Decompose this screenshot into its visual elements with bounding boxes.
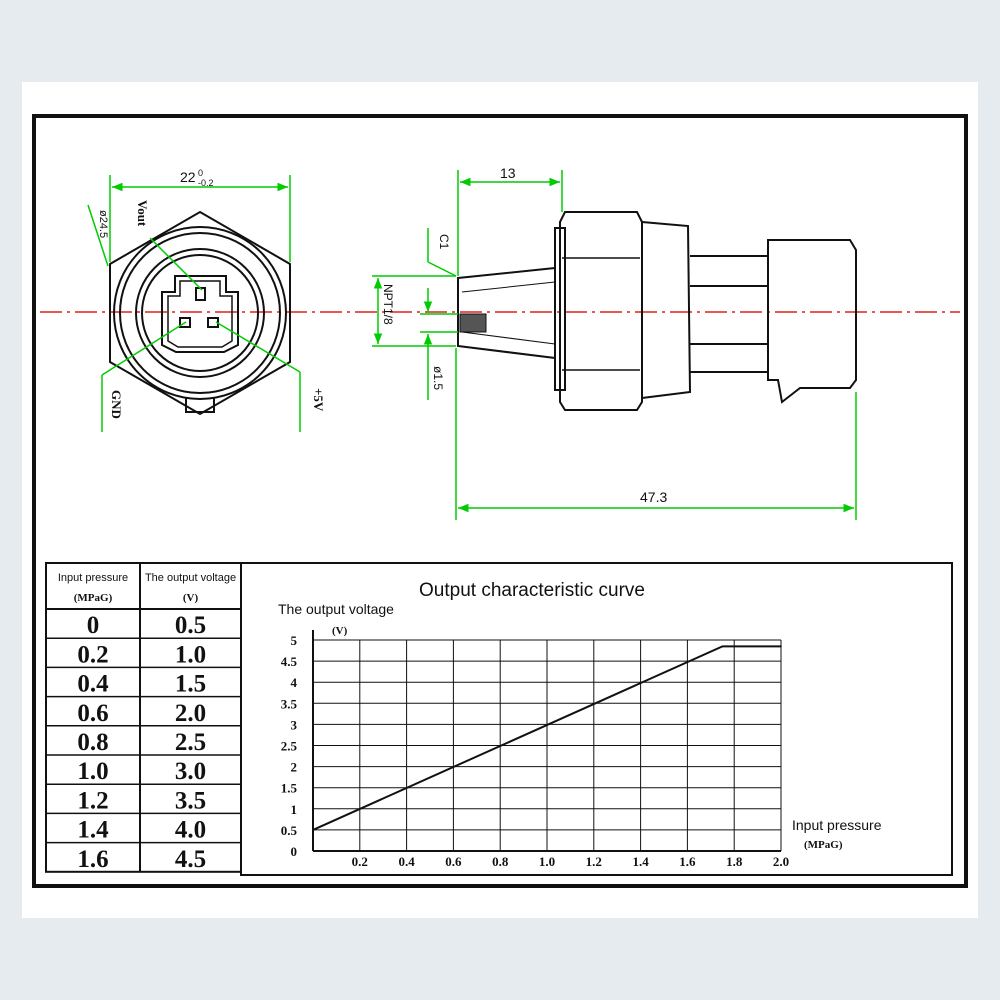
chart-xunit: (MPaG) (804, 839, 843, 851)
pin-gnd (179, 317, 191, 328)
chart-yunit: (V) (332, 625, 348, 637)
table-cell-voltage: 2.5 (175, 729, 206, 756)
table-cell-pressure: 1.4 (77, 817, 109, 844)
chart-ylabel: The output voltage (278, 601, 394, 617)
x-tick-label: 1.2 (586, 854, 602, 869)
x-tick-label: 0.6 (445, 854, 462, 869)
key-tab (185, 398, 215, 413)
plug-housing-inner (167, 280, 233, 348)
vout-leader (149, 237, 203, 291)
front-dimensions (87, 175, 301, 432)
table-cell-pressure: 0.8 (77, 729, 108, 756)
x-tick-label: 0.4 (398, 854, 415, 869)
table-cell-pressure: 1.6 (77, 846, 108, 873)
y-tick-label: 3.5 (281, 696, 298, 711)
series-point (312, 829, 314, 831)
chart-title: Output characteristic curve (419, 580, 645, 601)
drawing-frame (32, 114, 968, 888)
connector-ring (135, 248, 265, 378)
chart-xlabel: Input pressure (792, 817, 882, 833)
table-cell-voltage: 0.5 (175, 612, 206, 639)
table-cell-pressure: 0 (87, 612, 100, 639)
gnd-leader (101, 321, 187, 376)
x-tick-label: 1.4 (632, 854, 649, 869)
y-tick-label: 0.5 (281, 823, 298, 838)
table-cell-pressure: 1.0 (77, 758, 108, 785)
x-tick-label: 1.6 (679, 854, 696, 869)
y-tick-label: 2 (291, 760, 298, 775)
hole-label: ø1.5 (431, 366, 445, 390)
x-tick-label: 0.2 (352, 854, 368, 869)
x-tick-label: 0.8 (492, 854, 509, 869)
vplus-label: +5V (311, 388, 326, 412)
length-label: 47.3 (640, 489, 667, 505)
width-dim-label: 22 (180, 169, 196, 185)
hex-dim-label: ø24.5 (97, 210, 109, 238)
plug-housing (161, 275, 239, 353)
body-cylinder (641, 221, 692, 399)
y-tick-label: 1 (291, 802, 298, 817)
connector-ring-inner (141, 254, 259, 372)
side-dimensions (372, 170, 857, 520)
table-cell-voltage: 2.0 (175, 700, 206, 727)
outer-ring-inner (119, 232, 281, 394)
y-tick-label: 2.5 (281, 739, 298, 754)
side-view (457, 211, 857, 411)
y-tick-label: 4.5 (281, 654, 298, 669)
series-point (721, 645, 724, 648)
table-cell-voltage: 3.5 (175, 787, 206, 814)
gnd-label: GND (109, 390, 124, 419)
connector-plug (767, 239, 857, 404)
thread-label: NPT1/8 (381, 284, 395, 325)
table-cell-pressure: 0.6 (77, 700, 108, 727)
x-tick-label: 1.8 (726, 854, 743, 869)
vplus-leader (215, 321, 301, 373)
outer-ring (113, 226, 287, 400)
table-cell-pressure: 0.4 (77, 671, 109, 698)
chart-panel (240, 562, 953, 876)
table-cell-voltage: 4.5 (175, 846, 206, 873)
series-point (780, 645, 782, 648)
c1-label: C1 (437, 234, 451, 250)
hex-body (109, 210, 291, 416)
hex-nut (559, 211, 643, 411)
table-cell-voltage: 1.0 (175, 641, 206, 668)
table-cell-voltage: 1.5 (175, 671, 206, 698)
width-tol-lower: -0.2 (198, 178, 214, 188)
front-view (109, 210, 291, 416)
dim-13-label: 13 (500, 165, 516, 181)
x-tick-label: 2.0 (773, 854, 789, 869)
output-characteristic-chart: 0.2 0.4 0.6 0.8 1.0 1.2 1.4 1.6 1.8 2.0 0 0.5 1 1.5 2 2… (281, 630, 789, 869)
y-tick-label: 1.5 (281, 781, 298, 796)
table-header-pressure-unit: (MPaG) (74, 592, 113, 604)
pressure-hole (459, 313, 487, 333)
y-tick-label: 5 (291, 633, 298, 648)
y-tick-label: 4 (291, 675, 298, 690)
hex-leader (87, 204, 109, 267)
table-cell-pressure: 0.2 (77, 641, 108, 668)
table-header-voltage: The output voltage (145, 572, 236, 584)
y-tick-label: 0 (291, 844, 298, 859)
table-cell-voltage: 3.0 (175, 758, 206, 785)
table-header-voltage-unit: (V) (183, 592, 199, 604)
y-tick-label: 3 (291, 717, 298, 732)
table-header-pressure: Input pressure (58, 572, 128, 584)
width-tol-upper: 0 (198, 168, 203, 178)
vout-label: Vout (135, 200, 150, 227)
table-cell-voltage: 4.0 (175, 817, 206, 844)
table-cell-pressure: 1.2 (77, 787, 108, 814)
x-tick-label: 1.0 (539, 854, 555, 869)
